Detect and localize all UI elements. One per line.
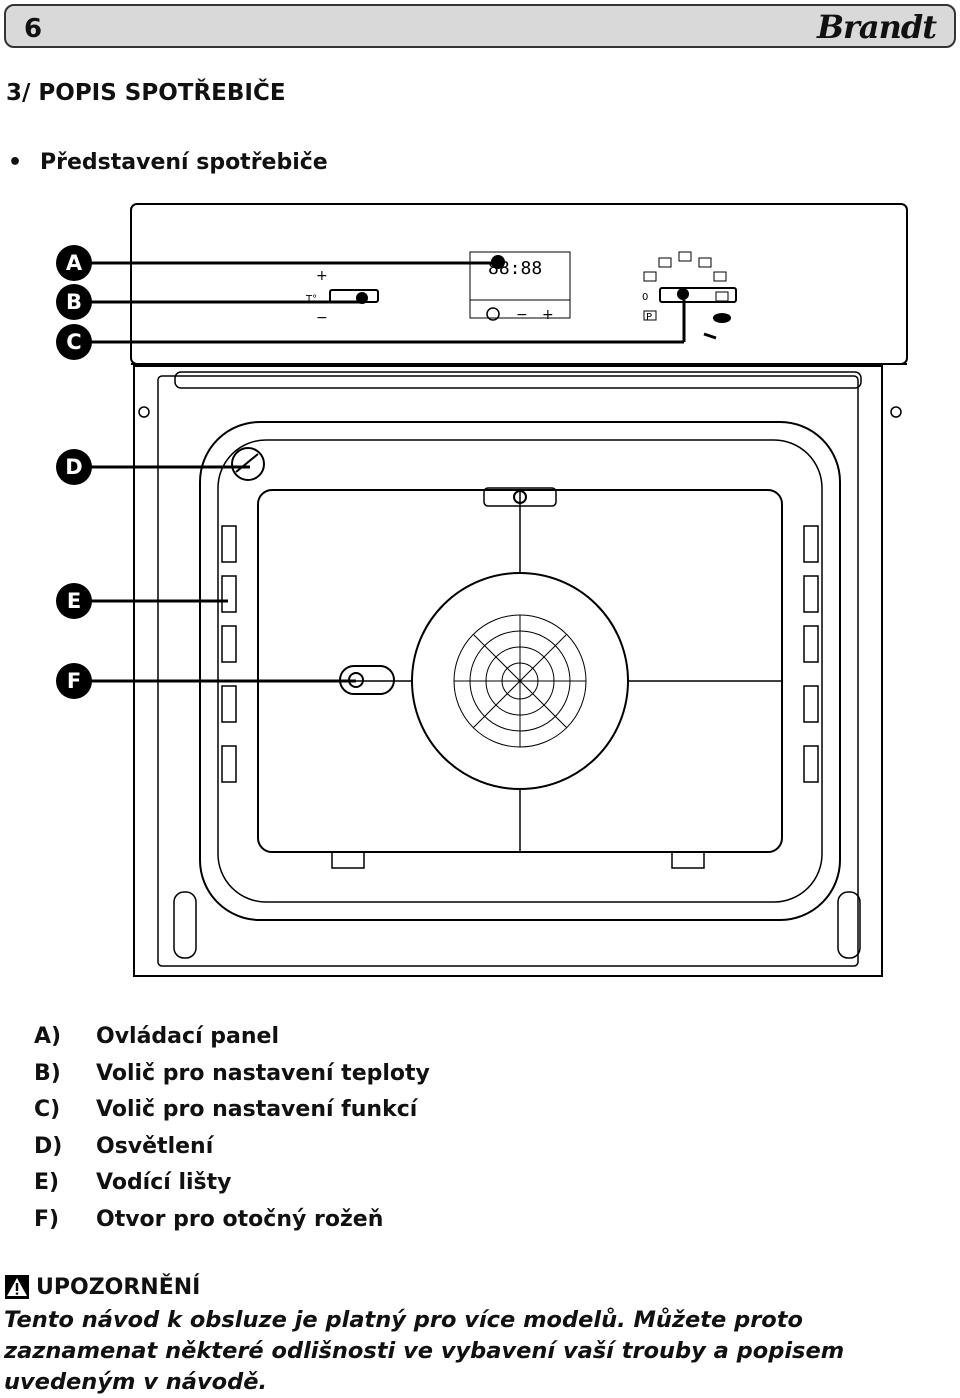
marker-d: D [56,449,92,485]
section-title: 3/ POPIS SPOTŘEBIČE [6,80,286,106]
legend-text: Volič pro nastavení funkcí [96,1097,418,1123]
legend-key: B) [34,1060,61,1086]
legend-text: Ovládací panel [96,1024,279,1049]
svg-text:B: B [66,290,82,314]
page-header: 6 Brandt [4,4,956,48]
page-number: 6 [24,14,43,44]
legend-key: A) [34,1024,62,1049]
fan-grille [453,614,587,748]
subsection-label: Představení spotřebiče [40,150,328,175]
function-p-label: P [646,312,652,323]
svg-text:A: A [66,251,83,275]
legend-key: E) [34,1170,60,1196]
oven-cavity [199,421,841,921]
temp-plus-label: + [316,268,328,284]
temp-symbol-label: T° [305,294,317,305]
oven-diagram: + − T° 88:88 − + 0 P [56,203,908,977]
marker-a: A [56,245,92,281]
function-knob [659,287,737,303]
legend-text: Otvor pro otočný rožeň [96,1206,384,1232]
warning-triangle-icon [5,1275,29,1299]
marker-e: E [56,583,92,619]
marker-f: F [56,663,92,699]
clock-icon [486,307,500,321]
display-plus-button: + [542,307,554,323]
legend-key: F) [34,1206,60,1232]
legend-text: Volič pro nastavení teploty [96,1060,430,1086]
oven-body [133,365,883,977]
legend-text: Osvětlení [96,1133,214,1159]
warning-heading: UPOZORNĚNÍ [4,1274,200,1300]
warning-text: Tento návod k obsluze je platný pro více… [4,1307,845,1395]
bullet: • [8,150,23,175]
legend-key: D) [34,1133,63,1159]
svg-text:C: C [66,330,81,354]
marker-c: C [56,324,92,360]
brand-logo: Brandt [816,8,937,46]
legend-text: Vodící lišty [96,1170,232,1196]
legend-key: C) [34,1097,61,1123]
temperature-knob [329,289,379,303]
function-zero-label: 0 [642,292,648,303]
subsection-title: • Představení spotřebiče [8,150,328,175]
display-minus-button: − [516,307,528,323]
shelf-supports-right [803,525,819,783]
svg-text:D: D [65,455,82,479]
display-area [469,251,571,319]
control-panel [130,203,908,365]
shelf-supports-left [221,525,237,783]
marker-b: B [56,284,92,320]
svg-text:E: E [67,589,81,613]
warning-title: UPOZORNĚNÍ [36,1274,201,1300]
oven-light [231,447,265,481]
temp-minus-label: − [316,310,328,326]
svg-text:F: F [67,669,81,693]
